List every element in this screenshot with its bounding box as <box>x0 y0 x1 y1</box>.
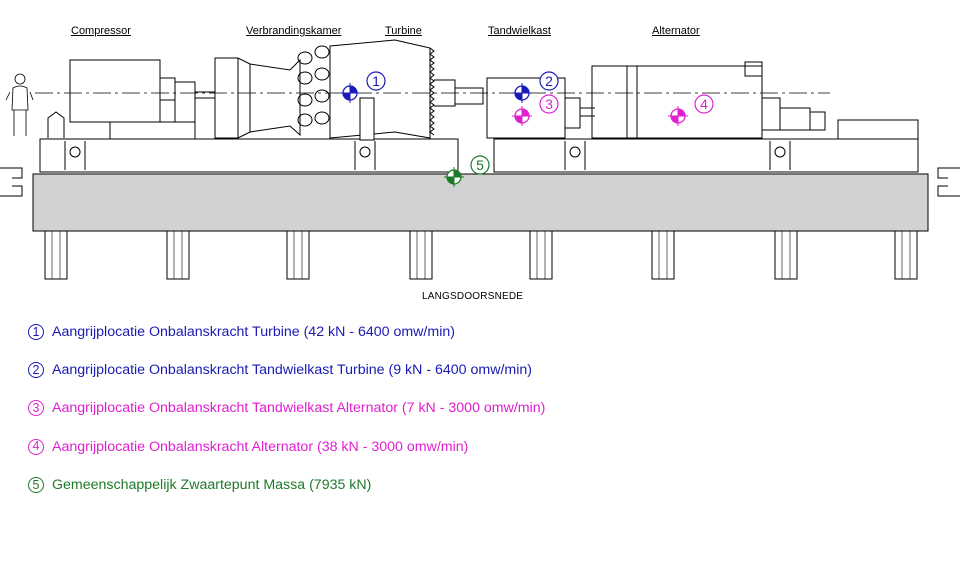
skid-left <box>39 138 459 173</box>
marker-number: 1 <box>372 73 380 89</box>
legend-text-4: Aangrijplocatie Onbalanskracht Alternato… <box>52 438 469 455</box>
label-gearbox: Tandwielkast <box>488 25 551 37</box>
legend-text-5: Gemeenschappelijk Zwaartepunt Massa (793… <box>52 476 372 493</box>
marker-5: 5 <box>444 155 490 187</box>
legend-number-2: 2 <box>28 362 44 379</box>
foundation-slab <box>32 173 929 232</box>
legend-number-5: 5 <box>28 476 44 493</box>
marker-number: 4 <box>700 96 708 112</box>
section-title: LANGSDOORSNEDE <box>422 291 524 302</box>
legend-item-1: 1 Aangrijplocatie Onbalanskracht Turbine… <box>28 322 728 342</box>
starter-unit <box>47 111 65 138</box>
label-turbine: Turbine <box>385 25 422 37</box>
skid-right <box>493 138 919 173</box>
marker-3: 3 <box>512 94 559 126</box>
marker-4: 4 <box>668 94 714 126</box>
marker-number: 3 <box>545 96 553 112</box>
legend-item-4: 4 Aangrijplocatie Onbalanskracht Alterna… <box>28 437 728 457</box>
legend-number-1: 1 <box>28 324 44 340</box>
left-abutment <box>0 167 23 197</box>
alternator-unit <box>591 61 919 140</box>
person-figure <box>5 73 34 136</box>
combustion-chamber-unit <box>214 45 330 139</box>
label-combustion-chamber: Verbrandingskamer <box>246 25 342 37</box>
legend: 1 Aangrijplocatie Onbalanskracht Turbine… <box>28 322 728 513</box>
legend-number-4: 4 <box>28 438 44 455</box>
legend-item-2: 2 Aangrijplocatie Onbalanskracht Tandwie… <box>28 360 728 380</box>
label-compressor: Compressor <box>71 25 131 37</box>
piles <box>44 230 918 280</box>
right-abutment <box>937 167 960 197</box>
legend-text-1: Aangrijplocatie Onbalanskracht Turbine (… <box>52 324 455 340</box>
marker-number: 2 <box>545 73 553 89</box>
compressor-unit <box>69 59 215 140</box>
markers: 1 2 3 4 5 <box>340 71 714 187</box>
legend-item-3: 3 Aangrijplocatie Onbalanskracht Tandwie… <box>28 398 728 418</box>
legend-number-3: 3 <box>28 400 44 417</box>
cross-section-drawing: 1 2 3 4 5 <box>0 39 960 280</box>
legend-item-5: 5 Gemeenschappelijk Zwaartepunt Massa (7… <box>28 475 728 495</box>
marker-number: 5 <box>476 157 484 173</box>
marker-1: 1 <box>340 71 386 103</box>
legend-text-3: Aangrijplocatie Onbalanskracht Tandwielk… <box>52 400 546 417</box>
legend-text-2: Aangrijplocatie Onbalanskracht Tandwielk… <box>52 362 532 379</box>
skid-bolts <box>64 141 791 170</box>
label-alternator: Alternator <box>652 25 700 37</box>
marker-2: 2 <box>512 71 559 103</box>
